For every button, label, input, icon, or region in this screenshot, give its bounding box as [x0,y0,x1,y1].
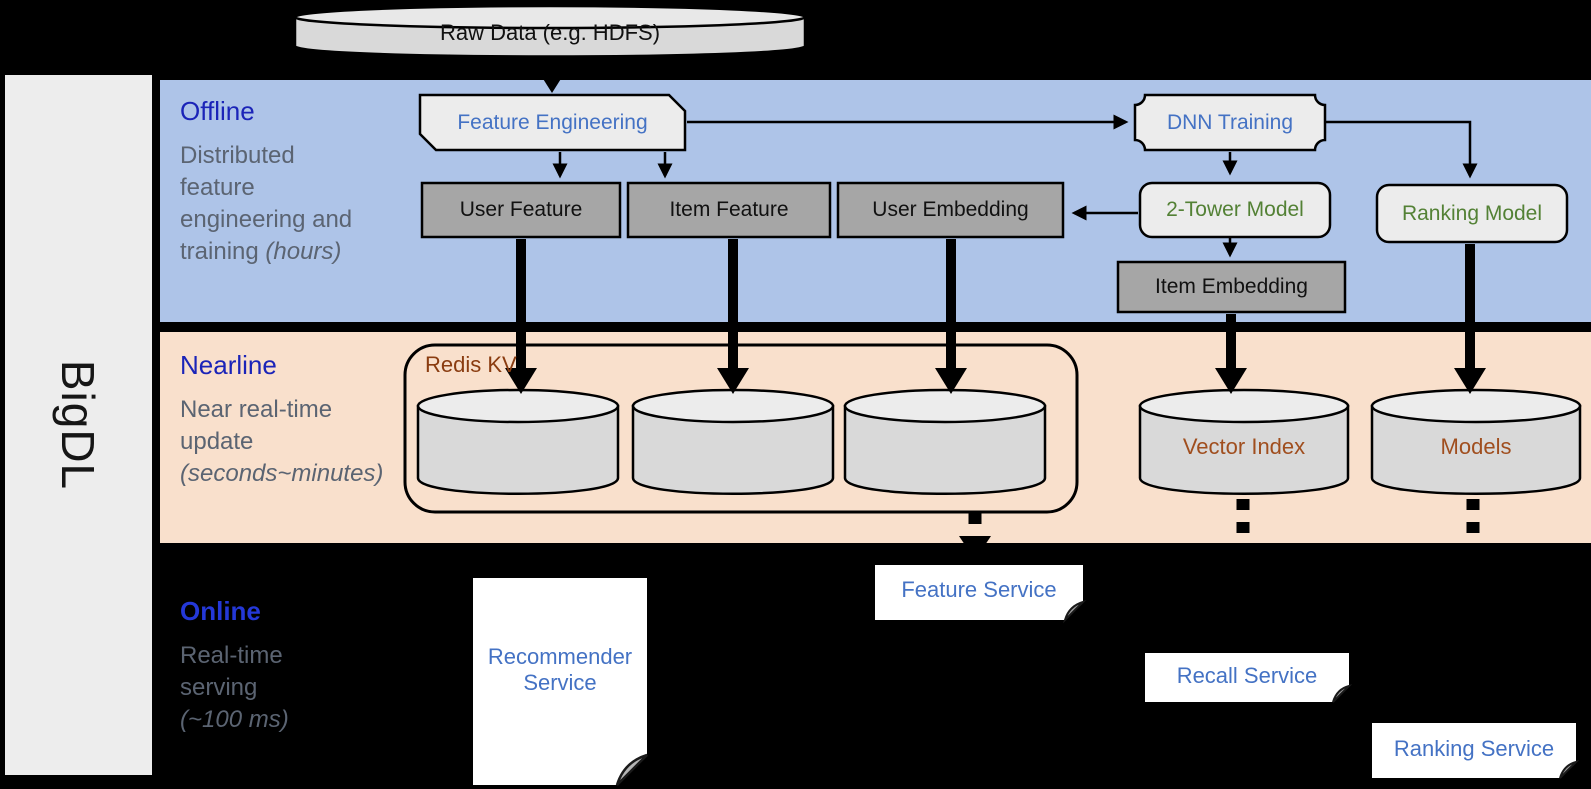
redis-kv-container [403,343,1079,514]
feature-service-fold [1062,599,1087,624]
item-feature-box [626,181,832,239]
arrowhead-userembedding-to-redis [935,368,967,394]
redis-cylinder-2 [631,404,835,495]
user-embedding-box [836,181,1065,239]
feature-engineering-box [418,93,687,152]
bigdl-brand-label: BigDL [52,359,105,491]
redis-cylinder-3-top [843,388,1047,424]
redis-cylinder-2-top [631,388,835,424]
dnn-training-box [1133,93,1327,152]
raw-data-cylinder-top [293,4,807,30]
arrowhead-rankingmodel-to-models [1454,368,1486,394]
ranking-service-box [1372,723,1576,778]
vector-index-cylinder [1138,404,1350,495]
recommender-service-doc [473,578,647,785]
arrowhead-itemfeature-to-redis [717,368,749,394]
bigdl-brand: BigDL [5,75,152,775]
arrow-dnn-to-rankingmodel [1325,120,1478,179]
redis-cylinder-1 [416,404,620,495]
recommender-service-fold [615,753,648,786]
recall-service-fold [1332,684,1353,703]
redis-cylinder-3 [843,404,1047,495]
redis-cylinder-1-top [416,388,620,424]
feature-service-box [875,565,1083,620]
arrowhead-itemembedding-to-vectorindex [1215,368,1247,394]
models-cylinder [1370,404,1582,495]
bigdl-sidebar [5,75,152,775]
two-tower-model-box [1138,181,1332,239]
arrowhead-userfeature-to-redis [505,368,537,394]
arrowhead-rawdata-to-fe [540,74,564,93]
models-cylinder-top [1370,388,1582,424]
ranking-model-box [1375,183,1569,244]
vector-index-cylinder-top [1138,388,1350,424]
arrowhead-redis-to-featureservice [959,536,991,560]
item-embedding-box [1116,260,1347,314]
ranking-service-fold [1559,760,1580,779]
recall-service-box [1145,653,1349,702]
user-feature-box [420,181,622,239]
